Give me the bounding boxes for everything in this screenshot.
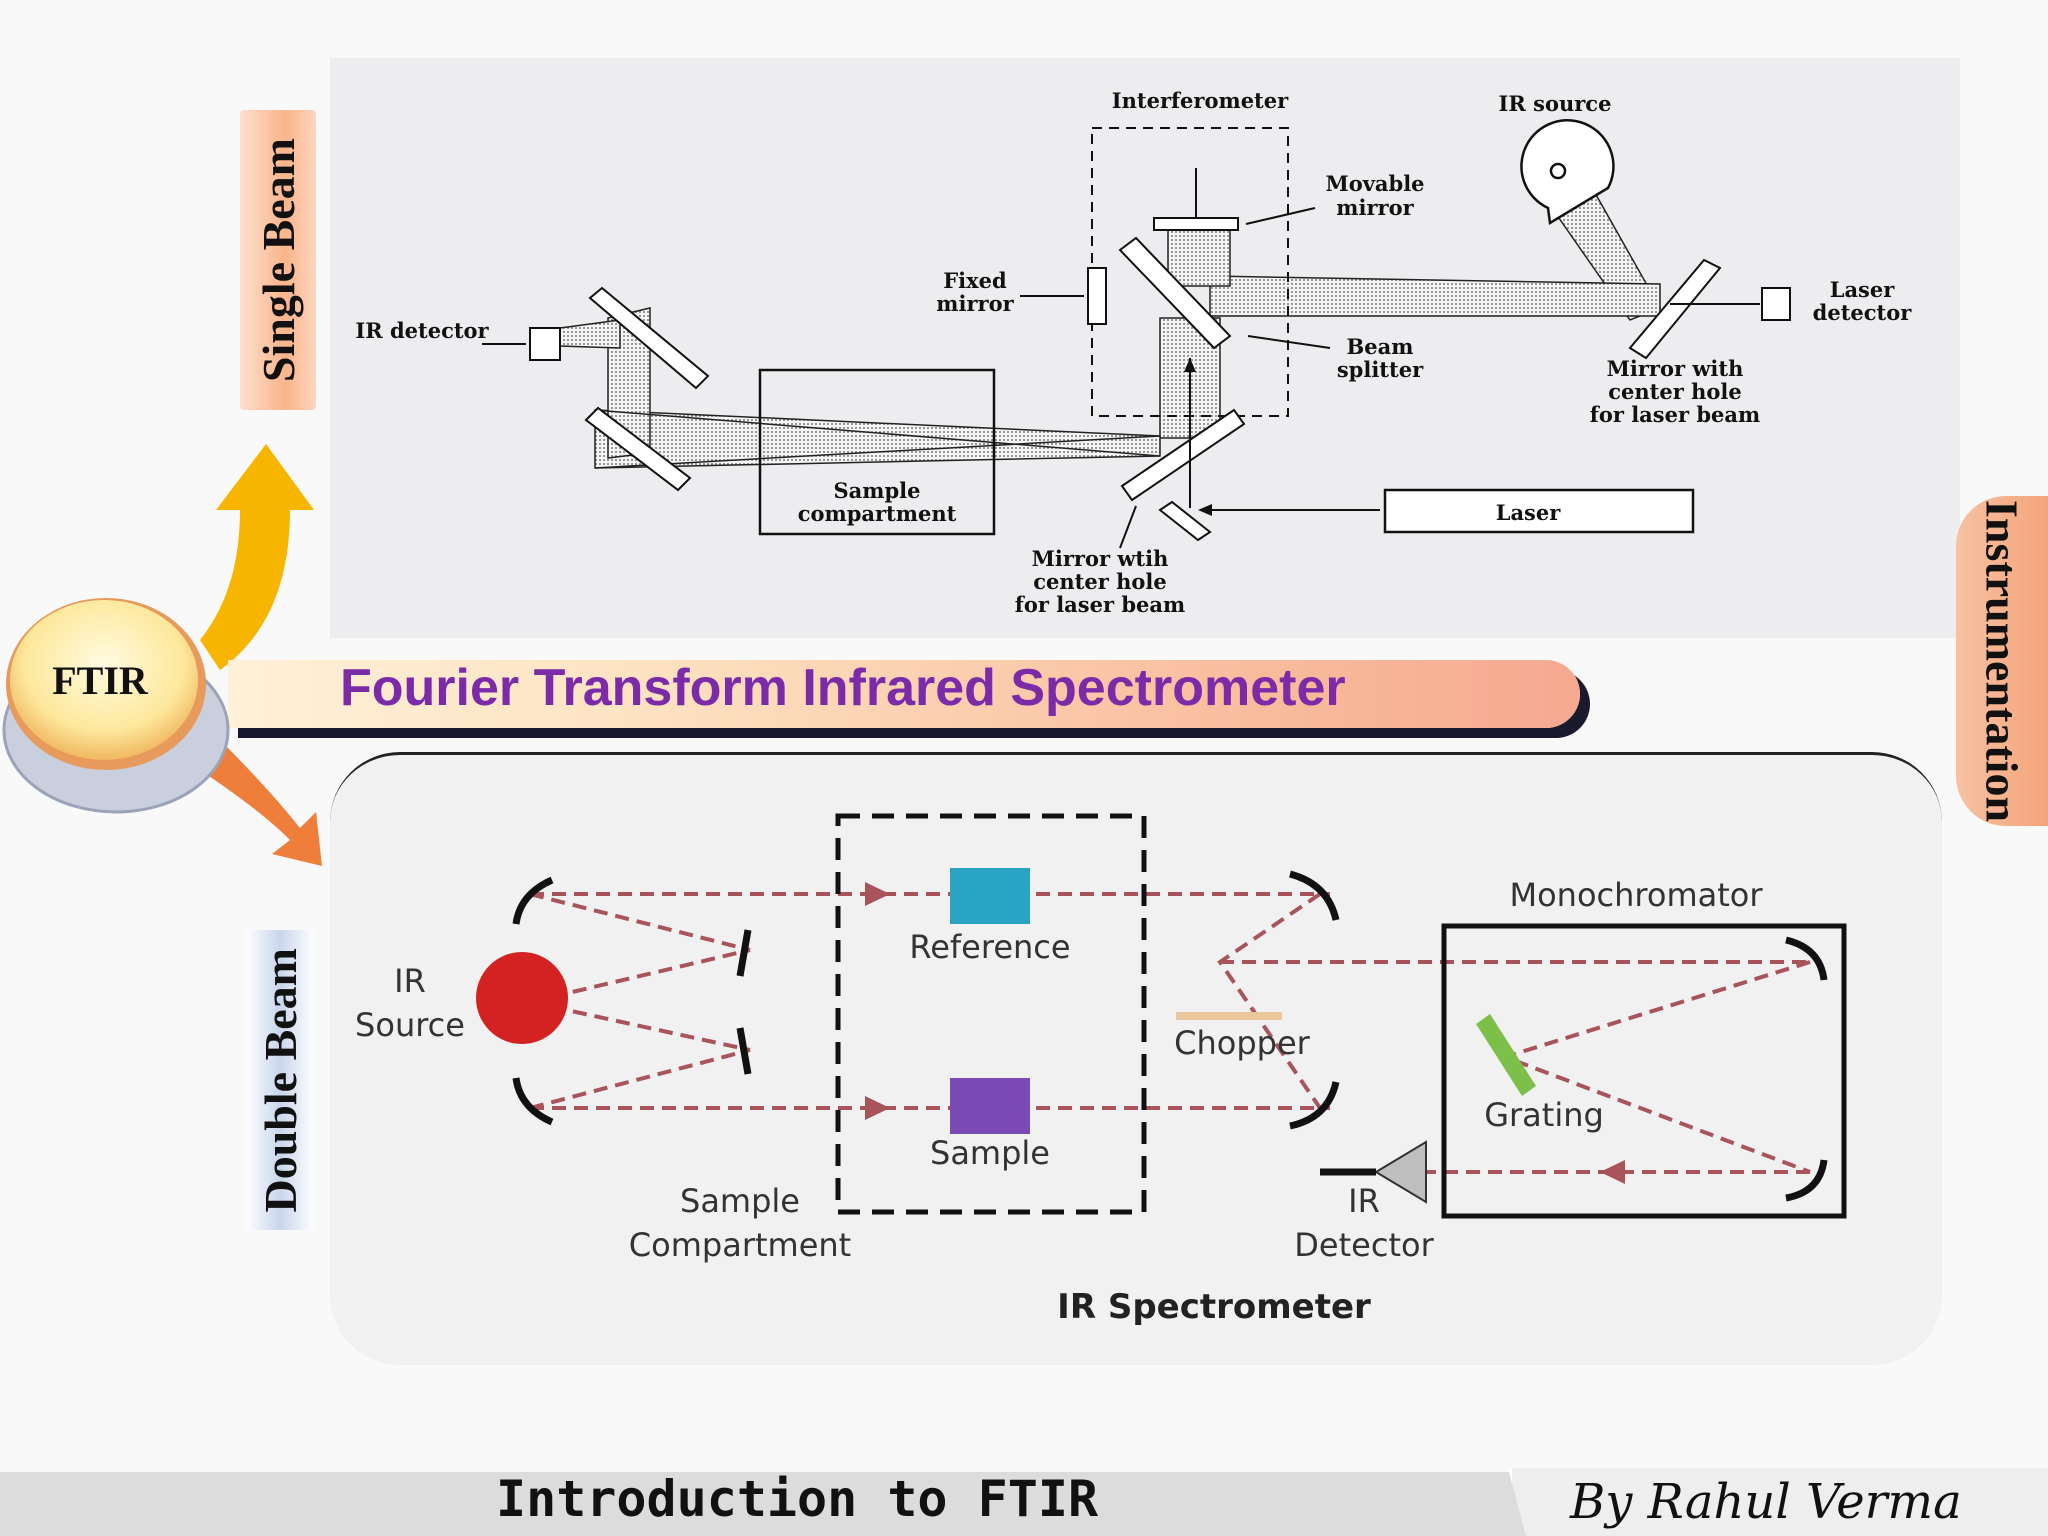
fixed-mirror-label-1: Fixed bbox=[943, 268, 1007, 293]
mono-mirror-bottom bbox=[1785, 1159, 1828, 1202]
fold-mirror-bottom bbox=[584, 406, 692, 492]
right-hole-mirror-label-3: for laser beam bbox=[1590, 402, 1760, 427]
bottom-hole-mirror bbox=[1120, 408, 1246, 502]
slide-title: Fourier Transform Infrared Spectrometer bbox=[340, 659, 1346, 717]
beam-splitter-label-2: splitter bbox=[1337, 357, 1424, 382]
single-beam-arrow bbox=[200, 444, 314, 670]
sample-compartment-label-2: compartment bbox=[798, 501, 957, 526]
chopper-label: Chopper bbox=[1174, 1024, 1311, 1062]
movable-mirror bbox=[1153, 217, 1239, 231]
ir-detector-cone bbox=[1374, 1140, 1427, 1204]
mono-mirror-top bbox=[1785, 936, 1828, 981]
sample-compartment bbox=[758, 368, 996, 536]
monochromator-label: Monochromator bbox=[1509, 876, 1763, 914]
instrumentation-label: Instrumentation bbox=[1976, 499, 2028, 823]
left-mirror-bottom bbox=[512, 1077, 554, 1126]
bottom-hole-mirror-label-2: center hole bbox=[1033, 569, 1166, 594]
split-mirror-top bbox=[736, 929, 752, 977]
split-mirror-bottom bbox=[736, 1027, 752, 1075]
double-beam-tab: Double Beam bbox=[245, 930, 315, 1230]
sample-compartment-label-1: Sample bbox=[680, 1182, 800, 1220]
sample-compartment-label-1: Sample bbox=[833, 478, 920, 503]
beam-to-detector bbox=[559, 319, 621, 349]
reference-block bbox=[950, 868, 1030, 924]
laser-detector bbox=[1761, 287, 1791, 321]
ftir-button-label: FTIR bbox=[52, 658, 149, 703]
sample-compartment-box bbox=[835, 813, 1147, 1215]
bottom-hole-mirror-label-3: for laser beam bbox=[1015, 592, 1185, 617]
double-beam-label: Double Beam bbox=[254, 947, 306, 1213]
beam-horizontal bbox=[1209, 275, 1661, 317]
sample-block bbox=[950, 1078, 1030, 1134]
single-beam-label: Single Beam bbox=[252, 137, 304, 383]
ir-detector-label: IR detector bbox=[355, 318, 489, 343]
bottom-hole-mirror-label-1: Mirror wtih bbox=[1032, 546, 1169, 571]
sample-compartment-label-2: Compartment bbox=[629, 1226, 851, 1264]
ftir-button[interactable]: FTIR bbox=[2, 584, 230, 820]
ir-detector-label-1: IR bbox=[1348, 1182, 1380, 1220]
beam-splitter bbox=[1118, 236, 1232, 350]
fixed-mirror bbox=[1087, 267, 1107, 325]
ir-spectrometer-caption: IR Spectrometer bbox=[1057, 1287, 1371, 1327]
chopper bbox=[1176, 1012, 1282, 1020]
footer-title: Introduction to FTIR bbox=[496, 1470, 1099, 1528]
ir-detector-label-2: Detector bbox=[1294, 1226, 1434, 1264]
ir-source bbox=[1520, 119, 1615, 226]
grating bbox=[1476, 1014, 1536, 1096]
footer-author: By Rahul Verma bbox=[1570, 1474, 1962, 1530]
fixed-mirror-label-2: mirror bbox=[936, 291, 1014, 316]
right-mirror-top bbox=[1289, 870, 1340, 921]
right-hole-mirror-label-1: Mirror with bbox=[1607, 356, 1744, 381]
single-beam-tab: Single Beam bbox=[240, 110, 316, 410]
double-beam-arrow bbox=[200, 740, 322, 866]
movable-mirror-label-1: Movable bbox=[1325, 171, 1424, 196]
right-hole-mirror bbox=[1628, 258, 1722, 360]
ir-source-label-1: IR bbox=[394, 962, 426, 1000]
laser-detector-label-2: detector bbox=[1813, 300, 1913, 325]
ir-detector bbox=[529, 327, 561, 361]
interferometer-label: Interferometer bbox=[1112, 88, 1289, 113]
ir-source-label-2: Source bbox=[355, 1006, 465, 1044]
movable-mirror-label-2: mirror bbox=[1336, 195, 1414, 220]
right-hole-mirror-label-2: center hole bbox=[1608, 379, 1741, 404]
grating-label: Grating bbox=[1484, 1096, 1604, 1134]
laser-small-mirror bbox=[1158, 500, 1212, 542]
beam-sample bbox=[594, 409, 1161, 469]
double-beam-diagram: IR Source Reference Sample Sample Compar… bbox=[355, 813, 1847, 1327]
reference-label: Reference bbox=[909, 928, 1070, 966]
ir-source-ball bbox=[476, 952, 568, 1044]
beam-splitter-label-1: Beam bbox=[1347, 334, 1414, 359]
right-mirror-bottom bbox=[1289, 1081, 1340, 1130]
arrows bbox=[200, 444, 322, 866]
fold-mirror-top bbox=[588, 286, 710, 390]
title-banner bbox=[228, 660, 1580, 728]
single-beam-diagram: Interferometer Movable mirror Fixed mirr… bbox=[355, 88, 1913, 617]
ir-source-label: IR source bbox=[1499, 91, 1612, 116]
monochromator-box bbox=[1441, 923, 1847, 1219]
beam-to-movable bbox=[1167, 227, 1231, 287]
laser bbox=[1383, 488, 1695, 534]
laser-detector-label-1: Laser bbox=[1830, 277, 1896, 302]
left-mirror-top bbox=[512, 876, 554, 925]
sample-label: Sample bbox=[930, 1134, 1050, 1172]
footer-author-panel bbox=[1508, 1468, 2048, 1536]
laser-label: Laser bbox=[1496, 500, 1562, 525]
double-beam-panel bbox=[330, 752, 1942, 1365]
instrumentation-tab: Instrumentation bbox=[1956, 496, 2048, 826]
